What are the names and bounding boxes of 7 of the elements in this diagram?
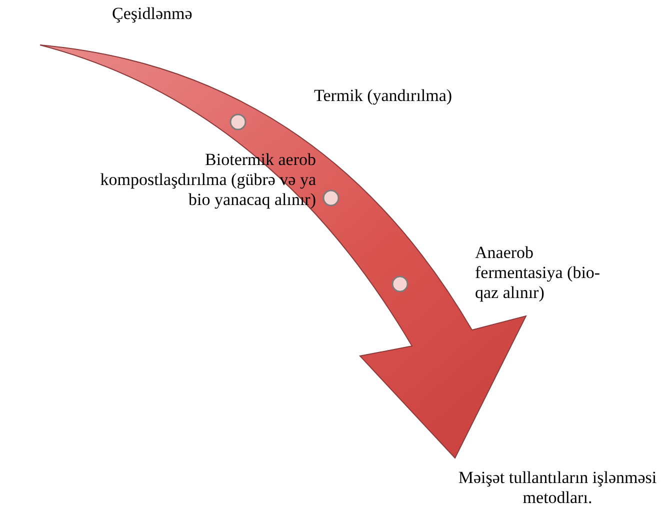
- circle-marker: [229, 113, 247, 131]
- step-label: Anaerob fermentasiya (bio-qaz alınır): [475, 243, 602, 303]
- step-label: Çeşidlənmə: [112, 4, 194, 24]
- step-label: Məişət tullantıların işlənməsi metodları.: [457, 468, 658, 508]
- circle-marker: [391, 275, 409, 293]
- circle-marker: [322, 189, 340, 207]
- step-label: Termik (yandırılma): [314, 86, 454, 106]
